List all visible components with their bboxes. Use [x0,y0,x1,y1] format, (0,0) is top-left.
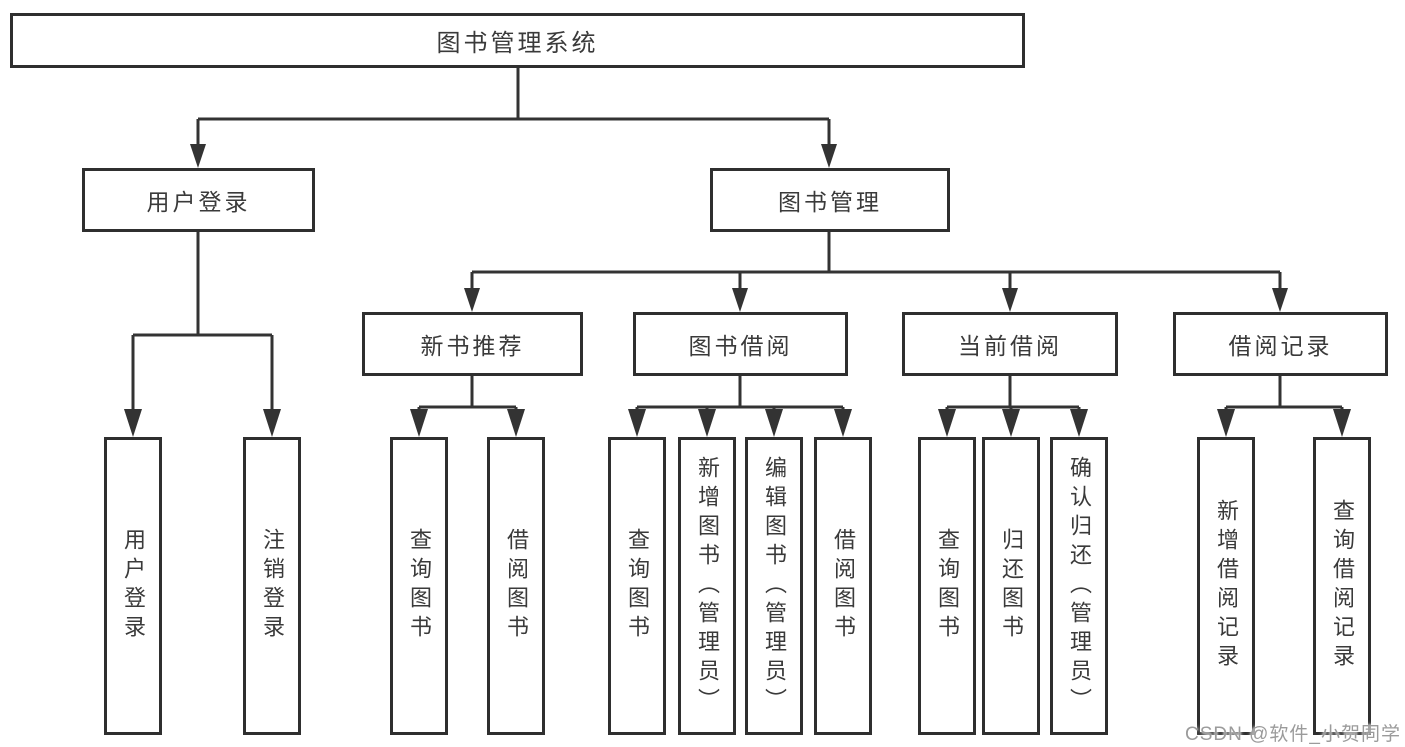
leaf-confirm-return-admin: 确认归还（管理员） [1050,437,1108,735]
connector-recommend-to-leaves [410,376,525,437]
node-borrow-records: 借阅记录 [1173,312,1388,376]
node-book-management-branch: 图书管理 [710,168,950,232]
arrowhead-icon [1272,288,1288,312]
leaf-edit-books-admin: 编辑图书（管理员） [745,437,803,735]
leaf-borrow-books-recommend: 借阅图书 [487,437,545,735]
node-current-borrow: 当前借阅 [902,312,1118,376]
connector-borrow-to-leaves [628,376,852,437]
arrowhead-icon [821,144,837,168]
leaf-query-books-current: 查询图书 [918,437,976,735]
leaf-borrow-books: 借阅图书 [814,437,872,735]
arrowhead-icon [698,409,716,437]
arrowhead-icon [732,288,748,312]
arrowhead-icon [938,409,956,437]
node-root-system: 图书管理系统 [10,13,1025,68]
leaf-add-borrow-record: 新增借阅记录 [1197,437,1255,735]
node-new-book-recommend: 新书推荐 [362,312,583,376]
node-book-borrow: 图书借阅 [633,312,848,376]
connector-records-to-leaves [1217,376,1351,437]
arrowhead-icon [1002,288,1018,312]
leaf-user-login: 用户登录 [104,437,162,735]
leaf-logout-login: 注销登录 [243,437,301,735]
arrowhead-icon [190,144,206,168]
arrowhead-icon [507,409,525,437]
node-user-login-branch: 用户登录 [82,168,315,232]
arrowhead-icon [1070,409,1088,437]
connector-login-to-leaves [124,232,281,437]
connector-current-to-leaves [938,376,1088,437]
arrowhead-icon [1333,409,1351,437]
csdn-watermark: CSDN @软件_小贺同学 [1185,724,1401,745]
arrowhead-icon [834,409,852,437]
arrowhead-icon [410,409,428,437]
connector-root-to-level2 [190,68,837,168]
leaf-query-books-borrow: 查询图书 [608,437,666,735]
leaf-query-borrow-record: 查询借阅记录 [1313,437,1371,735]
arrowhead-icon [263,409,281,437]
arrowhead-icon [464,288,480,312]
leaf-query-books-recommend: 查询图书 [390,437,448,735]
leaf-return-books: 归还图书 [982,437,1040,735]
arrowhead-icon [1217,409,1235,437]
connector-management-to-level3 [464,232,1288,312]
arrowhead-icon [124,409,142,437]
arrowhead-icon [628,409,646,437]
leaf-add-books-admin: 新增图书（管理员） [678,437,736,735]
arrowhead-icon [1002,409,1020,437]
arrowhead-icon [765,409,783,437]
